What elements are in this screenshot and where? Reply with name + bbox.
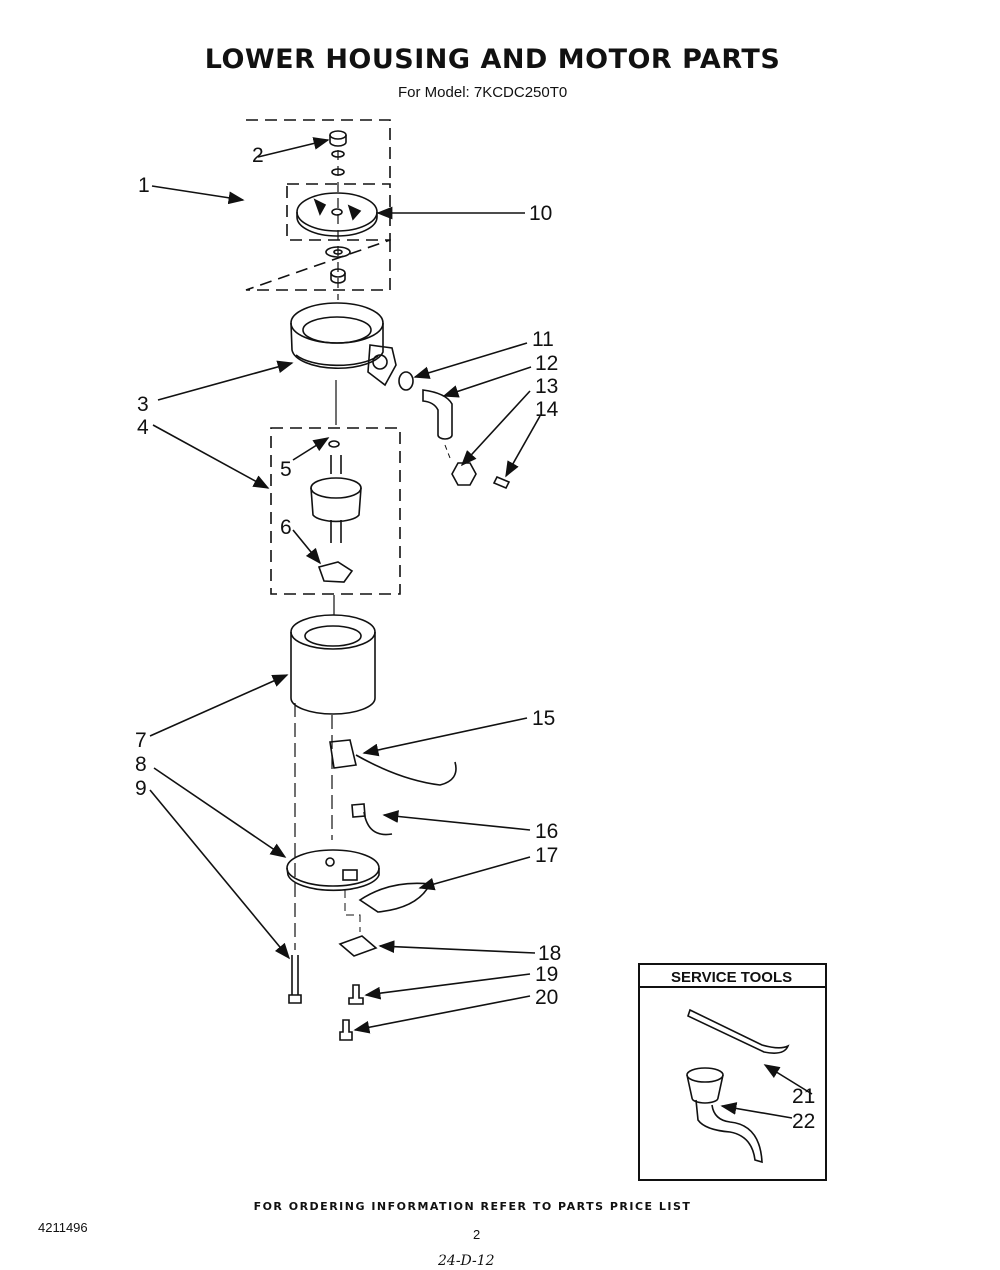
part-17-shield [358,882,432,913]
callout-3: 3 [137,393,149,416]
part-3-housing [290,302,397,387]
part-2-nut-stack [329,130,347,176]
page-number: 2 [473,1227,481,1242]
callout-20: 20 [535,986,558,1009]
part-9-bolt [288,955,302,1004]
part-21-rod [687,1008,790,1054]
page-title: LOWER HOUSING AND MOTOR PARTS [204,44,781,75]
callout-13: 13 [535,375,558,398]
callout-14: 14 [535,398,559,421]
callout-22: 22 [792,1110,815,1133]
handwritten-note: 24-D-12 [438,1253,495,1269]
part-20-screw [339,1019,353,1041]
callout-21: 21 [792,1085,815,1108]
model-subtitle: For Model: 7KCDC250T0 [398,84,568,101]
callout-2: 2 [252,144,264,167]
part-12-elbow [422,389,453,440]
callout-6: 6 [280,516,292,539]
callout-16: 16 [535,820,558,843]
callout-7: 7 [135,729,147,752]
service-tools-box [638,963,827,1181]
assembly-box-4 [270,427,401,595]
part-7-stator [290,614,376,715]
callout-19: 19 [535,963,558,986]
callout-18: 18 [538,942,561,965]
part-22-tool [686,1067,763,1164]
callout-5: 5 [280,458,292,481]
callout-4: 4 [137,416,149,439]
part-10-turntable [296,192,378,237]
part-15-switch [329,739,357,769]
callout-8: 8 [135,753,147,776]
callout-10: 10 [529,202,552,225]
callout-11: 11 [532,328,554,351]
part-19-screw [348,984,364,1005]
assembly-box-1 [245,119,391,291]
part-8-bottom-plate [286,849,380,892]
assembly-box-10 [286,183,391,241]
service-tools-title: SERVICE TOOLS [671,969,792,986]
callout-9: 9 [135,777,147,800]
document-number: 4211496 [38,1220,88,1235]
part-13-clamp [451,462,477,486]
callout-1: 1 [138,174,150,197]
callout-12: 12 [535,352,558,375]
part-18-pad [338,935,378,957]
part-6-bracket [317,561,354,583]
part-11-gasket [398,371,414,391]
ordering-note: FOR ORDERING INFORMATION REFER TO PARTS … [253,1200,692,1213]
part-4-rotor [310,440,362,543]
callout-15: 15 [532,707,555,730]
part-16-connector [351,803,366,818]
part-14-screw [492,475,511,490]
callout-17: 17 [535,844,558,867]
